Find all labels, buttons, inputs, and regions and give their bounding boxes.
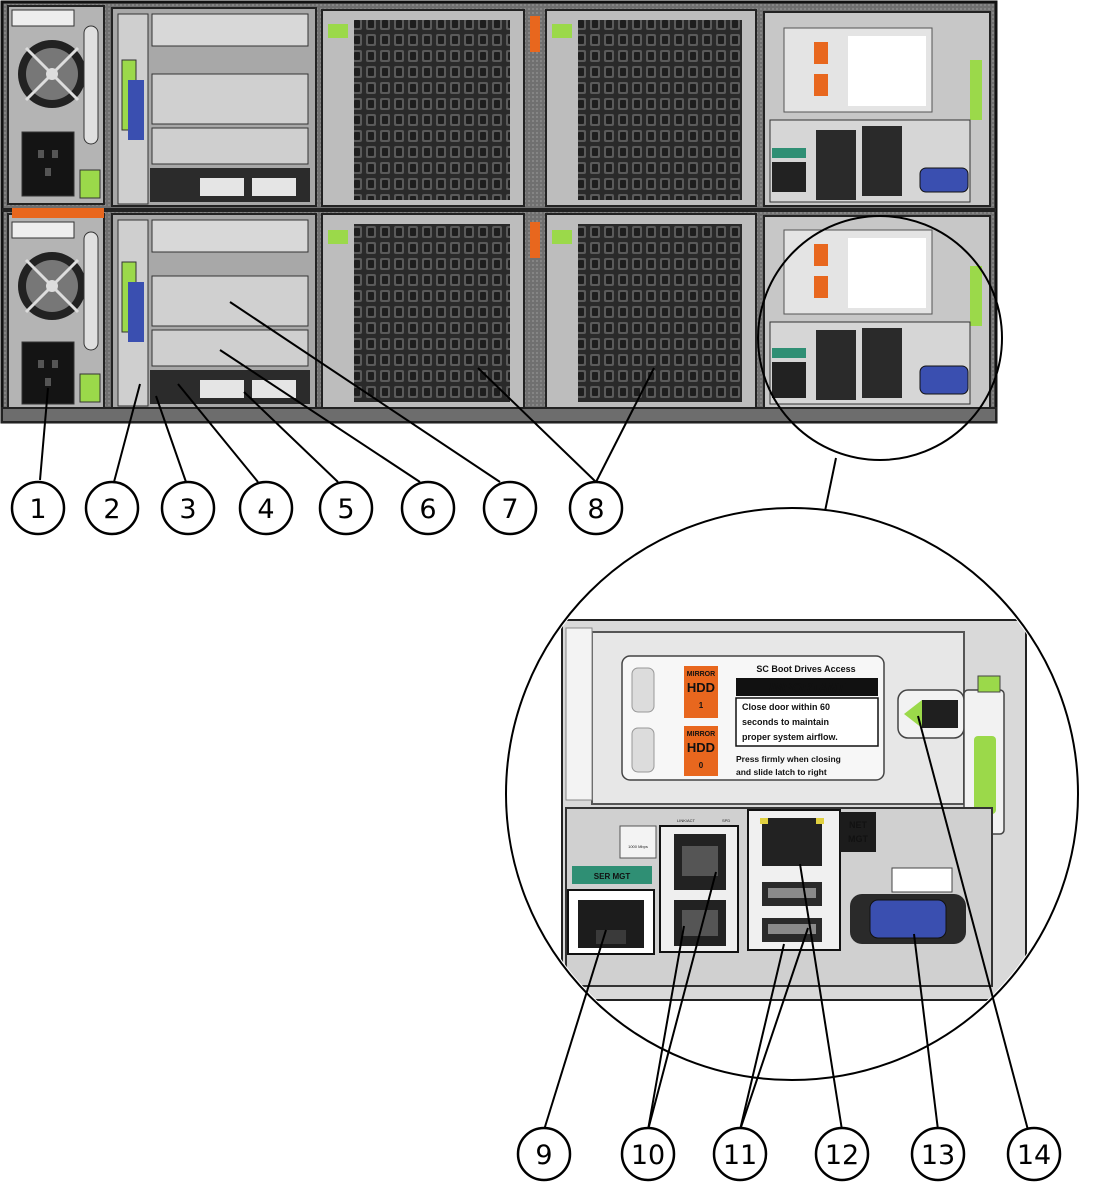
important-label: IMPORTANT: [769, 680, 846, 695]
close-door-line2: seconds to maintain: [742, 717, 829, 727]
callout-6-label: 6: [419, 494, 436, 525]
callout-13-label: 13: [921, 1140, 955, 1171]
psu-fan-icon: [18, 252, 86, 320]
net-mgt-rj45-port-icon: [762, 818, 822, 866]
fan-module-top-left: [321, 9, 525, 207]
fan-grille-icon: [578, 20, 742, 200]
close-door-line3: proper system airflow.: [742, 732, 838, 742]
fan-module-top-right: [530, 9, 757, 207]
ser-mgt-label: [572, 866, 652, 884]
hdd1-word: HDD: [687, 680, 715, 695]
callout-8-label: 8: [587, 494, 604, 525]
callout-10: 10: [620, 1126, 676, 1182]
psu-fan-icon: [18, 40, 86, 108]
speed-label: 1000 Mbps: [628, 844, 648, 849]
callout-5-label: 5: [337, 494, 354, 525]
vga-port-icon: [850, 894, 966, 944]
callout-2: 2: [84, 480, 140, 536]
net-mgt-text-2: MGT: [848, 834, 868, 844]
leader-lines: [39, 301, 1029, 1131]
callout-7: 7: [482, 480, 538, 536]
link-act-label: LINK/ACT: [677, 818, 696, 823]
callout-1-label: 1: [29, 494, 46, 525]
press-firmly-line1: Press firmly when closing: [736, 754, 841, 764]
fan-module-bottom-right: [530, 213, 757, 409]
callout-5: 5: [318, 480, 374, 536]
fan-grille-icon: [578, 224, 742, 402]
callout-14-label: 14: [1017, 1140, 1051, 1171]
callout-10-label: 10: [631, 1140, 665, 1171]
callout-1: 1: [10, 480, 66, 536]
callout-11: 11: [712, 1126, 768, 1182]
magnifier-ring-small: [757, 215, 1003, 461]
callout-9: 9: [516, 1126, 572, 1182]
callout-4-label: 4: [257, 494, 274, 525]
fan-grille-icon: [354, 224, 510, 402]
callout-9-label: 9: [535, 1140, 552, 1171]
callout-6: 6: [400, 480, 456, 536]
press-firmly-line2: and slide latch to right: [736, 767, 827, 777]
sp-module-top: [763, 11, 991, 207]
hdd0-num: 0: [699, 761, 704, 770]
power-supply-top: [7, 5, 105, 205]
sc-module-bottom: [111, 213, 317, 409]
hdd0-label: [684, 726, 718, 776]
hdd0-top-text: MIRROR: [687, 731, 715, 738]
spd-label: SPD: [722, 818, 730, 823]
power-inlet-icon: [21, 131, 75, 197]
hdd1-label: [684, 666, 718, 718]
sp-module-bottom: [763, 215, 991, 409]
callout-4: 4: [238, 480, 294, 536]
hdd1-top-text: MIRROR: [687, 671, 715, 678]
callout-14: 14: [1006, 1126, 1062, 1182]
hdd1-num: 1: [699, 701, 704, 710]
callout-12: 12: [814, 1126, 870, 1182]
hdd0-word: HDD: [687, 740, 715, 755]
callout-3: 3: [160, 480, 216, 536]
callout-13: 13: [910, 1126, 966, 1182]
power-supply-bottom: [7, 208, 105, 409]
callout-2-label: 2: [103, 494, 120, 525]
sc-boot-label: SC Boot Drives Access: [756, 664, 855, 674]
fan-grille-icon: [354, 20, 510, 200]
detail-view: MIRROR HDD 1 MIRROR HDD 0 SC Boot Drives…: [505, 507, 1079, 1081]
ser-mgt-rj45-port-icon: [567, 889, 655, 955]
callout-8: 8: [568, 480, 624, 536]
callout-12-label: 12: [825, 1140, 859, 1171]
magnifier-connector: [823, 457, 837, 517]
net-port-rj45-port-icon: [659, 825, 739, 953]
callout-3-label: 3: [179, 494, 196, 525]
net-mgt-text-1: NET: [849, 820, 868, 830]
ser-mgt-text: SER MGT: [594, 872, 631, 881]
callout-11-label: 11: [723, 1140, 757, 1171]
fan-module-bottom-left: [321, 213, 525, 409]
net-mgt-port-group: [747, 809, 841, 951]
close-door-line1: Close door within 60: [742, 702, 830, 712]
latch-icon: [897, 675, 1005, 835]
callout-7-label: 7: [501, 494, 518, 525]
sc-module-top: [111, 7, 317, 207]
callouts: 1 2 3 4 5 6 7 8 9 10 11 12 13 14: [10, 480, 1062, 1182]
